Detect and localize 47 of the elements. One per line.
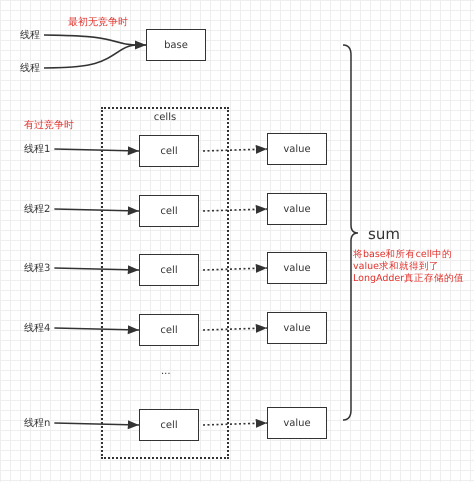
arrow: [54, 206, 140, 216]
box-label: cell: [160, 146, 178, 156]
ellipsis-text: ...: [161, 366, 171, 377]
box-label: cell: [160, 206, 178, 216]
thread-label: 线程: [20, 60, 40, 76]
dotted-arrow: [202, 324, 268, 333]
process-box: [267, 312, 327, 344]
box-label: value: [283, 204, 311, 214]
process-box: [139, 254, 199, 286]
box-label: base: [164, 40, 188, 50]
dotted-group-box: [101, 107, 229, 459]
thread-label: 线程2: [24, 201, 50, 217]
box-label: value: [283, 418, 311, 428]
process-box: [139, 135, 199, 167]
dotted-arrow: [202, 144, 268, 154]
dotted-arrow: [202, 418, 268, 428]
process-box: [139, 409, 199, 441]
annotation-note: 有过竞争时: [24, 118, 74, 132]
arrow: [54, 325, 140, 334]
process-box: [139, 195, 199, 227]
box-label: value: [283, 144, 311, 154]
process-box: [267, 133, 327, 165]
thread-label: 线程n: [24, 415, 50, 431]
arrow: [54, 420, 140, 430]
process-box: [139, 314, 199, 346]
arrow: [54, 265, 140, 274]
sum-label: sum: [368, 225, 400, 243]
thread-label: 线程1: [24, 141, 50, 157]
box-label: cell: [160, 324, 178, 336]
thread-label: 线程4: [24, 320, 50, 336]
thread-label: 线程: [20, 27, 40, 43]
annotation-note: 将base和所有cell中的value求和就得到了LongAdder真正存储的值: [353, 249, 466, 285]
thread-label: 线程3: [24, 260, 50, 276]
process-box: [267, 407, 327, 439]
arrow: [44, 40, 146, 69]
group-title: cells: [154, 112, 176, 123]
box-label: value: [283, 322, 311, 334]
box-label: cell: [160, 264, 178, 276]
dotted-arrow: [202, 264, 268, 273]
dotted-arrow: [202, 204, 268, 214]
annotation-note: 最初无竞争时: [68, 16, 128, 29]
process-box: [267, 193, 327, 225]
box-label: value: [283, 262, 311, 274]
box-label: cell: [160, 420, 178, 430]
arrow: [54, 146, 140, 156]
process-box: [267, 252, 327, 284]
process-box: [146, 29, 206, 61]
